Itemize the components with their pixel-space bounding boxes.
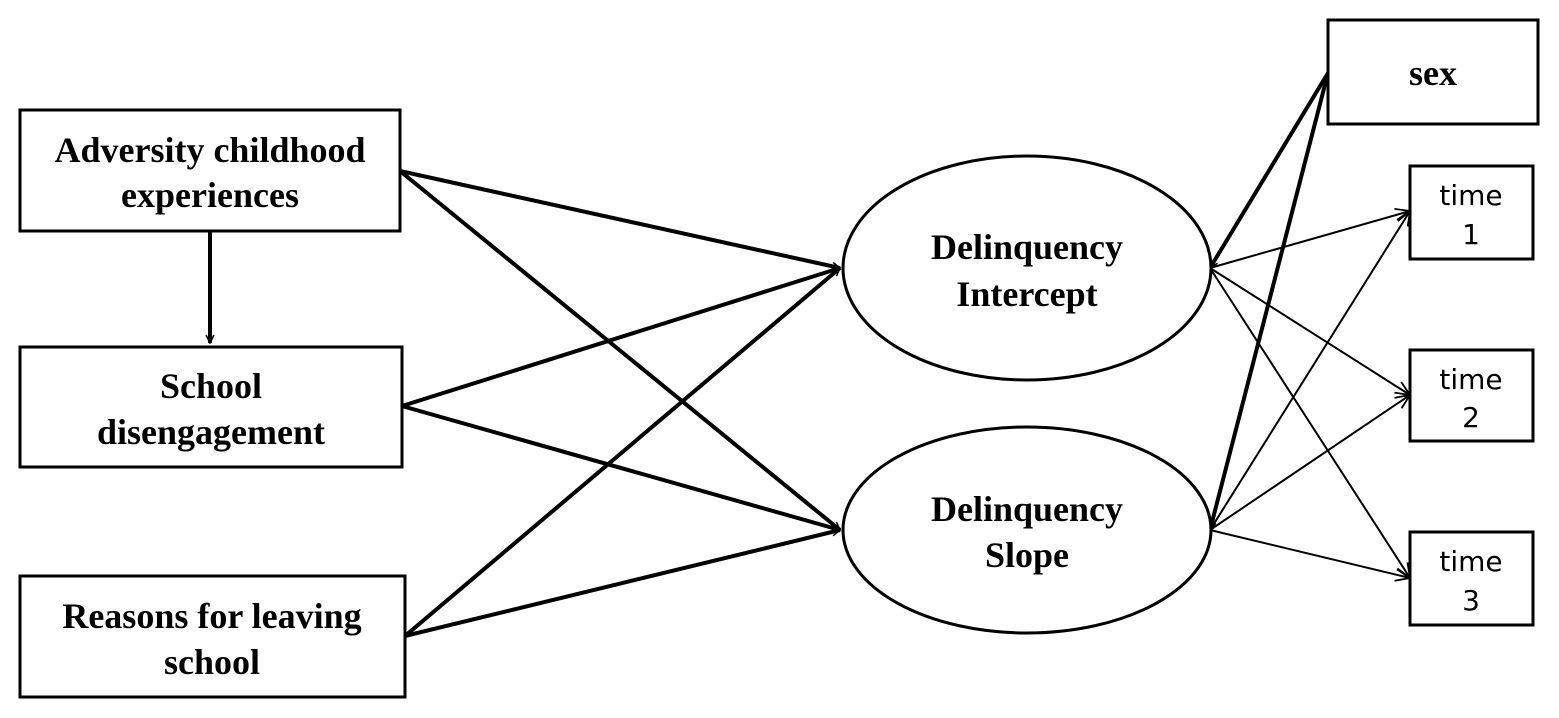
path-reasons-to-slope [404, 530, 840, 638]
path-school-to-slope [401, 404, 840, 530]
box-time1-line2: 1 [1462, 218, 1480, 251]
path-ace-to-intercept [399, 169, 840, 268]
latent-slope-line2: Slope [985, 535, 1069, 575]
path-ace-to-slope [398, 169, 840, 532]
box-time-2: time 2 [1408, 348, 1535, 443]
box-time-3: time 3 [1408, 530, 1535, 627]
box-adversity-childhood-experiences: Adversity childhood experiences [18, 108, 402, 233]
box-sex-label: sex [1409, 53, 1457, 93]
latent-intercept-line2: Intercept [956, 274, 1097, 314]
box-time3-line1: time [1439, 545, 1502, 578]
box-school-disengagement: School disengagement [18, 345, 404, 469]
loading-intercept-time3 [1209, 267, 1410, 578]
box-time1-line1: time [1439, 179, 1502, 212]
regression-paths [210, 169, 842, 638]
box-reasons-for-leaving-school: Reasons for leaving school [18, 574, 407, 699]
box-reasons-line2: school [164, 642, 260, 682]
box-time-1: time 1 [1408, 164, 1535, 261]
box-reasons-line1: Reasons for leaving [62, 596, 361, 636]
loading-intercept-time1 [1209, 211, 1410, 269]
latent-delinquency-slope: Delinquency Slope [841, 425, 1213, 635]
loading-intercept-time2 [1209, 267, 1410, 395]
box-ace-line2: experiences [121, 175, 299, 215]
loading-slope-time3 [1209, 529, 1410, 578]
latent-slope-line1: Delinquency [931, 489, 1123, 529]
loading-slope-time2 [1209, 395, 1410, 531]
box-school-line2: disengagement [97, 412, 325, 452]
latent-intercept-line1: Delinquency [931, 227, 1123, 267]
path-school-to-intercept [401, 268, 840, 408]
box-time2-line1: time [1439, 363, 1502, 396]
path-sex-to-slope [1210, 72, 1330, 530]
box-ace-line1: Adversity childhood [54, 130, 365, 170]
box-sex: sex [1326, 18, 1540, 126]
covariate-paths [1208, 71, 1330, 530]
path-sex-to-intercept [1208, 71, 1330, 268]
box-time3-line2: 3 [1462, 584, 1480, 617]
loading-paths [1209, 211, 1410, 578]
box-school-line1: School [160, 366, 262, 406]
box-time2-line2: 2 [1462, 401, 1480, 434]
loading-slope-time1 [1209, 211, 1410, 531]
path-reasons-to-intercept [403, 266, 842, 638]
latent-delinquency-intercept: Delinquency Intercept [841, 154, 1213, 382]
